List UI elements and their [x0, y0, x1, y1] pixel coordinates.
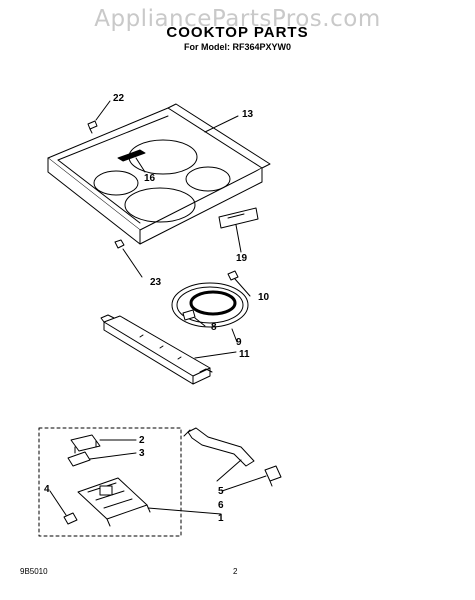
callout-11: 11 [239, 349, 250, 360]
part-23-nut [114, 239, 125, 249]
callout-22: 22 [113, 93, 125, 104]
callout-23: 23 [150, 277, 162, 288]
switch-assembly-box [38, 427, 182, 537]
part-5-wire-harness [183, 427, 255, 467]
burner-small-left [93, 170, 139, 196]
part-2-switch [70, 434, 101, 454]
callout-19: 19 [236, 253, 248, 264]
part-8-element [182, 290, 237, 321]
model-subtitle: For Model: RF364PXYW0 [183, 42, 291, 52]
callout-6: 6 [218, 500, 224, 511]
cooktop-panel [47, 103, 271, 245]
part-9-element-pan [171, 282, 249, 328]
part-19-bracket [218, 207, 259, 229]
indicator-window [117, 149, 146, 162]
callout-5: 5 [218, 486, 224, 497]
watermark: AppliancePartsPros.com [94, 6, 381, 32]
part-22-clip [87, 120, 98, 134]
part-6-terminal [264, 465, 282, 487]
part-10-clip [227, 270, 239, 281]
page-number: 2 [233, 567, 238, 576]
leader-lines [49, 100, 267, 516]
part-1-switch-housing [77, 477, 151, 527]
callout-1: 1 [218, 513, 224, 524]
burner-large-front [124, 187, 196, 223]
callout-2: 2 [139, 435, 145, 446]
part-3-plate [67, 451, 91, 467]
document-code: 9B5010 [20, 567, 48, 576]
page-title: COOKTOP PARTS [166, 24, 309, 41]
callout-9: 9 [236, 337, 242, 348]
callout-13: 13 [242, 109, 254, 120]
callout-8: 8 [211, 322, 217, 333]
callout-4: 4 [44, 484, 50, 495]
part-11-support-rail [100, 314, 213, 385]
callout-16: 16 [144, 173, 156, 184]
callout-10: 10 [258, 292, 270, 303]
burner-small-right [185, 166, 231, 192]
part-4-knob [63, 512, 78, 525]
callout-3: 3 [139, 448, 145, 459]
